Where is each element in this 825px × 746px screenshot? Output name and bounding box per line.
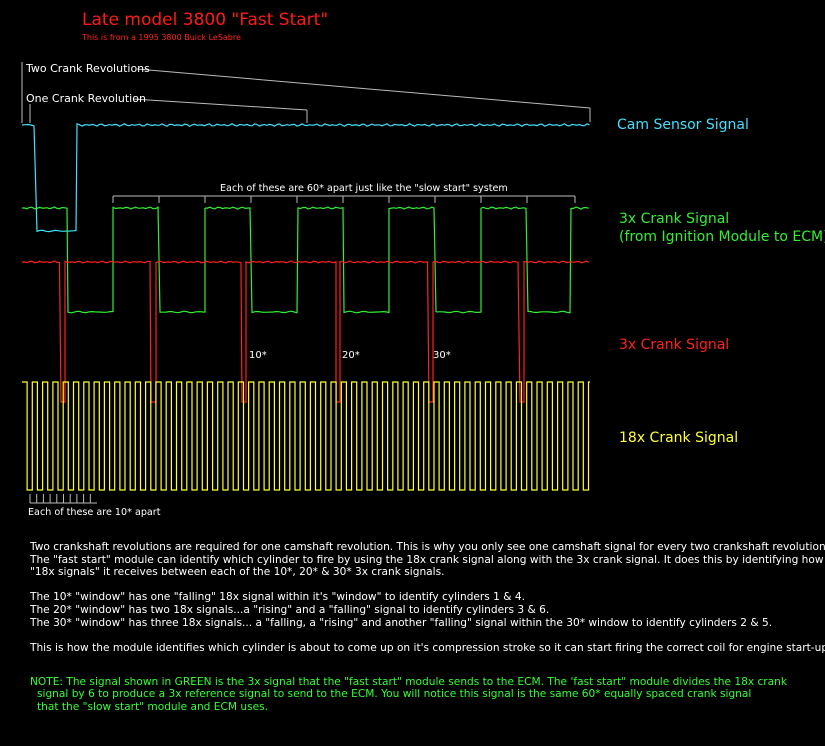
ten-degree-bracket <box>29 494 97 504</box>
explanation-paragraph: Two crankshaft revolutions are required … <box>30 541 825 579</box>
explanation-line: The 10* "window" has one "falling" 18x s… <box>30 591 526 604</box>
explanation-line: Two crankshaft revolutions are required … <box>30 541 825 553</box>
explanation-line: The "fast start" module can identify whi… <box>30 553 825 566</box>
window-10-label: 10* <box>249 350 267 361</box>
annotation-guides <box>21 62 591 123</box>
one-revolution-label: One Crank Revolution <box>26 92 146 105</box>
window-30-label: 30* <box>433 350 451 361</box>
one-rev-pointer <box>132 98 308 111</box>
red-signal-label: 3x Crank Signal <box>619 337 730 353</box>
green-3x-crank-waveform <box>22 206 589 314</box>
page-title: Late model 3800 "Fast Start" <box>82 10 329 30</box>
page-subtitle: This is from a 1995 3800 Buick LeSabre <box>82 33 241 42</box>
yellow-signal-label: 18x Crank Signal <box>619 430 739 446</box>
explanation-paragraph: The 10* "window" has one "falling" 18x s… <box>30 591 820 629</box>
ten-degree-label: Each of these are 10* apart <box>28 507 161 518</box>
sixty-degree-bracket <box>112 195 576 203</box>
explanation-line: "18x signals" it receives between each o… <box>30 566 445 579</box>
two-revolutions-label: Two Crank Revolutions <box>26 62 150 75</box>
explanation-line: The 20* "window" has two 18x signals...a… <box>30 603 550 616</box>
cam-sensor-waveform <box>21 122 590 233</box>
red-3x-crank-waveform <box>22 260 590 403</box>
explanation-line: The 30* "window" has three 18x signals..… <box>30 616 773 629</box>
note-line: signal by 6 to produce a 3x reference si… <box>37 688 752 701</box>
window-20-label: 20* <box>342 350 360 361</box>
green-signal-sublabel: (from Ignition Module to ECM) <box>619 229 825 245</box>
green-signal-label: 3x Crank Signal <box>619 211 730 227</box>
note-line: that the "slow start" module and ECM use… <box>37 700 268 713</box>
note-line: NOTE: The signal shown in GREEN is the 3… <box>30 676 787 688</box>
explanation-text: Two crankshaft revolutions are required … <box>30 541 825 667</box>
18x-crank-waveform <box>22 381 590 491</box>
cam-signal-label: Cam Sensor Signal <box>617 117 749 133</box>
note-text: NOTE: The signal shown in GREEN is the 3… <box>30 676 787 713</box>
two-rev-pointer <box>136 68 591 109</box>
sixty-degree-label: Each of these are 60* apart just like th… <box>220 183 508 194</box>
explanation-line: This is how the module identifies which … <box>30 641 825 654</box>
explanation-paragraph: This is how the module identifies which … <box>30 641 825 655</box>
